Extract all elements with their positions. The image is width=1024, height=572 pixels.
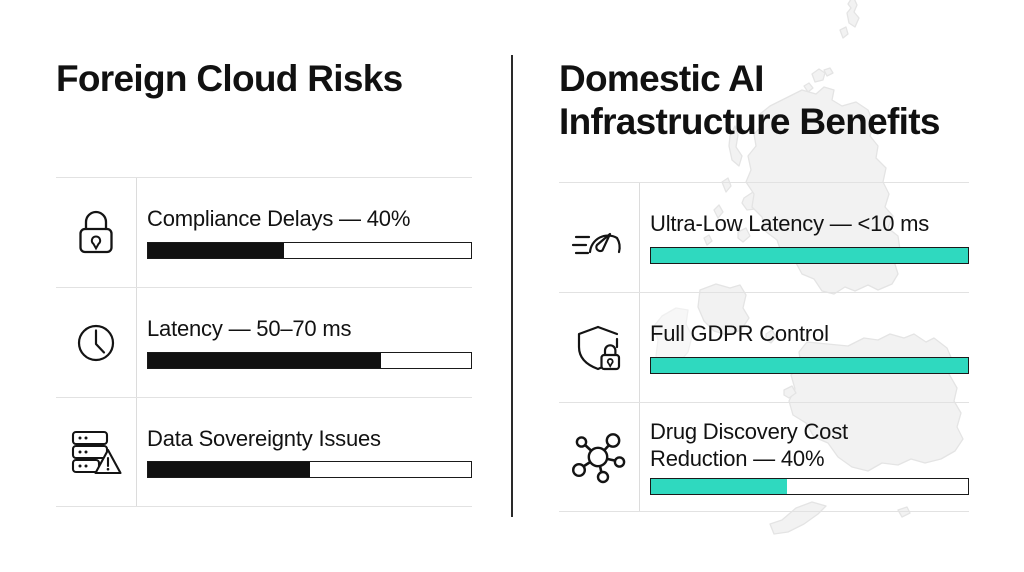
- benefit-row-drug-discovery[interactable]: Drug Discovery Cost Reduction — 40%: [559, 402, 969, 512]
- risk-row-body: Compliance Delays — 40%: [136, 178, 472, 287]
- benefit-row-ultra-low-latency[interactable]: Ultra-Low Latency — <10 ms: [559, 182, 969, 292]
- risk-row-compliance-delays[interactable]: Compliance Delays — 40%: [56, 177, 472, 287]
- left-rows: Compliance Delays — 40% Latency — 50–70 …: [56, 177, 472, 507]
- benefit-row-body: Full GDPR Control: [639, 293, 969, 402]
- column-divider: [511, 55, 513, 517]
- left-column-title: Foreign Cloud Risks: [56, 58, 403, 99]
- right-rows: Ultra-Low Latency — <10 ms: [559, 182, 969, 512]
- benefit-progress-fill: [651, 357, 968, 373]
- benefit-row-gdpr-control[interactable]: Full GDPR Control: [559, 292, 969, 402]
- server-warning-icon: [56, 398, 136, 506]
- risk-progress-bar: [147, 351, 472, 369]
- benefit-row-body: Drug Discovery Cost Reduction — 40%: [639, 403, 969, 511]
- speedometer-icon: [559, 183, 639, 292]
- risk-progress-fill: [148, 462, 310, 478]
- risk-row-body: Latency — 50–70 ms: [136, 288, 472, 397]
- benefit-progress-bar: [650, 478, 969, 496]
- risk-progress-fill: [148, 352, 381, 368]
- risk-row-body: Data Sovereignty Issues: [136, 398, 472, 506]
- benefit-row-body: Ultra-Low Latency — <10 ms: [639, 183, 969, 292]
- risk-progress-bar: [147, 461, 472, 479]
- right-column-title: Domestic AI Infrastructure Benefits: [559, 58, 940, 142]
- molecule-icon: [559, 403, 639, 511]
- benefit-progress-fill: [651, 479, 788, 495]
- benefit-progress-fill: [651, 247, 968, 263]
- benefit-progress-bar: [650, 356, 969, 374]
- benefit-row-label: Full GDPR Control: [650, 321, 829, 347]
- benefit-row-label: Ultra-Low Latency — <10 ms: [650, 211, 930, 237]
- clock-icon: [56, 288, 136, 397]
- risk-progress-bar: [147, 241, 472, 259]
- benefit-row-label: Drug Discovery Cost Reduction — 40%: [650, 418, 848, 471]
- risk-row-label: Data Sovereignty Issues: [147, 425, 381, 451]
- risk-row-latency[interactable]: Latency — 50–70 ms: [56, 287, 472, 397]
- benefit-progress-bar: [650, 246, 969, 264]
- lock-icon: [56, 178, 136, 287]
- risk-row-label: Compliance Delays — 40%: [147, 206, 411, 232]
- risk-row-data-sovereignty[interactable]: Data Sovereignty Issues: [56, 397, 472, 507]
- risk-progress-fill: [148, 242, 284, 258]
- risk-row-label: Latency — 50–70 ms: [147, 316, 352, 342]
- shield-lock-icon: [559, 293, 639, 402]
